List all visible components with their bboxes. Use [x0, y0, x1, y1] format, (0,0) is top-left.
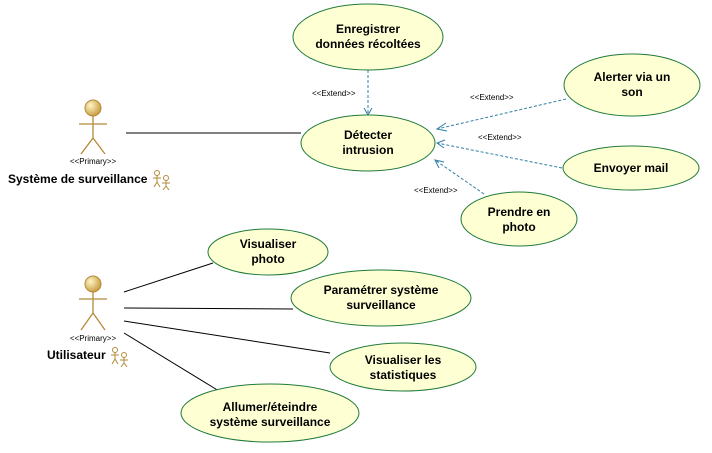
association-utilisateur-parametrer [123, 307, 294, 310]
extend-label-envoyer: <<Extend>> [478, 133, 522, 142]
association-utilisateur-visualiser-photo [123, 262, 214, 293]
usecase-visualiser-photo-line-1: Visualiser [240, 237, 297, 251]
primary-actors-icon [153, 170, 170, 191]
actor-systeme-de-surveillance[interactable]: <<Primary>> Système de surveillance [8, 99, 170, 191]
usecase-alerter-line-1: Alerter via un [594, 70, 671, 84]
extend-label-alerter: <<Extend>> [470, 93, 514, 102]
usecase-parametrer-line-2: surveillance [346, 298, 416, 312]
extend-enregistrer: <<Extend>> [312, 70, 373, 117]
usecase-prendre-line-1: Prendre en [488, 205, 551, 219]
usecase-detecter[interactable]: Détecter intrusion [300, 114, 436, 172]
usecase-visualiser-stats-line-1: Visualiser les [365, 353, 442, 367]
actor-systeme-stereotype: <<Primary>> [70, 157, 117, 166]
extend-label-enregistrer: <<Extend>> [312, 89, 356, 98]
usecase-enregistrer-line-1: Enregistrer [336, 22, 400, 36]
primary-actors-icon [111, 347, 128, 368]
actor-stick-figure-icon [79, 275, 107, 331]
association-utilisateur-visualiser-stats [123, 320, 331, 354]
usecase-visualiser-stats[interactable]: Visualiser les statistiques [329, 342, 477, 392]
usecase-enregistrer[interactable]: Enregistrer données récoltées [292, 3, 444, 71]
usecase-visualiser-photo-line-2: photo [251, 252, 284, 266]
extend-prendre: <<Extend>> [414, 159, 485, 195]
usecase-alerter[interactable]: Alerter via un son [563, 53, 701, 117]
usecase-detecter-line-1: Détecter [344, 128, 392, 142]
actor-utilisateur-stereotype: <<Primary>> [70, 334, 117, 343]
usecase-alerter-line-2: son [621, 85, 642, 99]
usecase-visualiser-photo[interactable]: Visualiser photo [207, 228, 329, 276]
actor-stick-figure-icon [79, 99, 107, 155]
actor-utilisateur[interactable]: <<Primary>> Utilisateur [47, 275, 128, 368]
usecase-allumer-line-2: système surveillance [210, 415, 331, 429]
usecase-visualiser-stats-line-2: statistiques [370, 368, 437, 382]
usecase-prendre-line-2: photo [502, 220, 535, 234]
usecase-detecter-line-2: intrusion [342, 143, 393, 157]
usecase-allumer-line-1: Allumer/éteindre [223, 400, 318, 414]
usecase-enregistrer-line-2: données récoltées [315, 37, 421, 51]
usecase-allumer[interactable]: Allumer/éteindre système surveillance [180, 383, 360, 443]
association-utilisateur-allumer [123, 332, 220, 392]
extend-alerter: <<Extend>> [435, 93, 567, 132]
actor-systeme-name: Système de surveillance [8, 172, 148, 186]
actor-utilisateur-name: Utilisateur [47, 348, 106, 362]
extend-label-prendre: <<Extend>> [414, 186, 458, 195]
usecase-prendre[interactable]: Prendre en photo [460, 191, 578, 247]
usecase-envoyer-line-1: Envoyer mail [594, 161, 669, 175]
usecase-parametrer[interactable]: Paramétrer système surveillance [290, 269, 472, 327]
usecase-envoyer[interactable]: Envoyer mail [562, 145, 700, 191]
extend-envoyer: <<Extend>> [435, 133, 563, 169]
usecase-parametrer-line-1: Paramétrer système [324, 283, 439, 297]
